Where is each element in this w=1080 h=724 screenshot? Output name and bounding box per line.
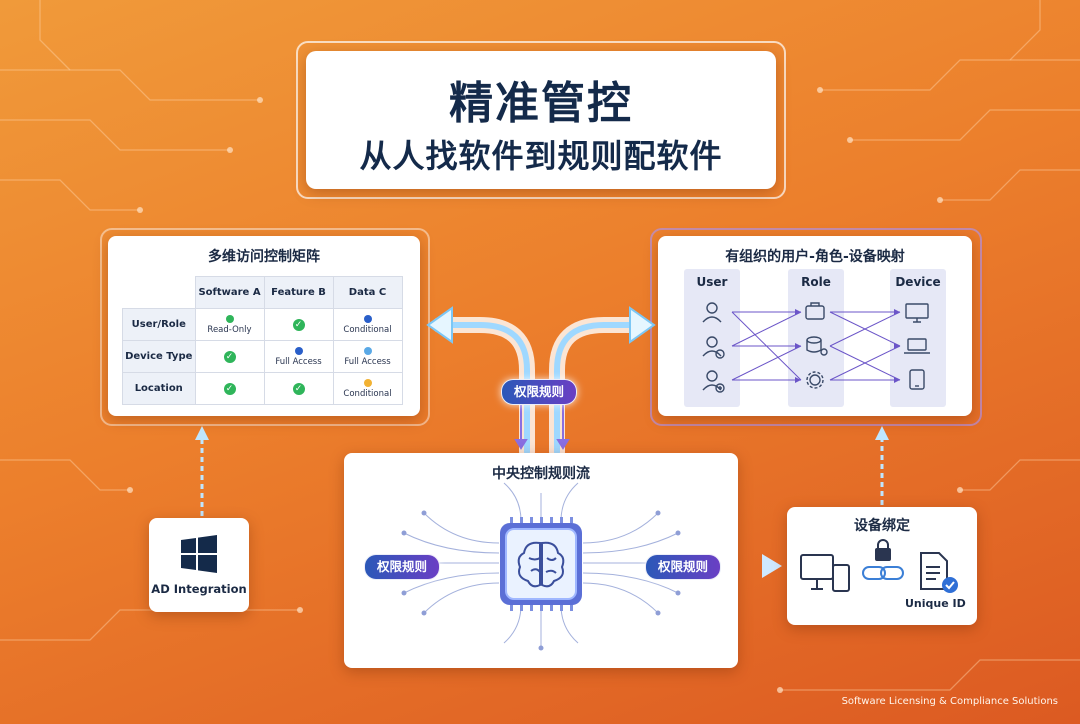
verified-badge-icon — [942, 577, 958, 593]
check-icon: ✓ — [292, 318, 305, 331]
footer-text: Software Licensing & Compliance Solution… — [841, 696, 1058, 707]
monitor-icon — [800, 554, 834, 590]
status-dot — [363, 346, 372, 355]
column-header: Role — [801, 275, 831, 289]
access-matrix-card: 多维访问控制矩阵 Software A Feature B Data C Use… — [108, 236, 420, 416]
binding-title: 设备绑定 — [854, 518, 910, 534]
document-icon — [920, 552, 948, 590]
database-gear-icon — [806, 336, 828, 356]
windows-logo-icon — [181, 535, 217, 573]
rule-pill-left: 权限规则 — [364, 554, 441, 580]
ad-integration-card: AD Integration — [149, 518, 249, 612]
cell-label: Conditional — [343, 324, 392, 335]
unique-id-label: Unique ID — [905, 597, 966, 610]
rule-pill-top: 权限规则 — [501, 379, 578, 405]
matrix-row-header: Device Type — [122, 340, 196, 373]
mapping-card: 有组织的用户-角色-设备映射 User Role Device — [658, 236, 972, 416]
device-column: Device — [890, 269, 946, 407]
brain-chip-icon — [500, 517, 582, 611]
matrix-col-header: Software A — [194, 276, 265, 309]
central-title: 中央控制规则流 — [492, 466, 590, 482]
device-binding-card: 设备绑定 Unique ID — [787, 507, 977, 625]
status-dot — [225, 314, 234, 323]
cell-label: Read-Only — [207, 324, 252, 335]
access-matrix-table: Software A Feature B Data C User/Role Re… — [122, 276, 403, 405]
cell-label: Full Access — [275, 356, 322, 367]
link-icon — [862, 566, 904, 580]
status-dot — [363, 378, 372, 387]
briefcase-icon — [805, 302, 825, 320]
column-header: Device — [895, 275, 941, 289]
matrix-title: 多维访问控制矩阵 — [208, 249, 320, 265]
matrix-col-header: Feature B — [263, 276, 334, 309]
user-column: User — [684, 269, 740, 407]
laptop-icon — [904, 338, 930, 354]
status-dot — [363, 314, 372, 323]
gear-icon — [806, 371, 824, 389]
matrix-row-header: User/Role — [122, 308, 196, 341]
user-clock-icon — [702, 336, 725, 359]
matrix-row: User/Role Read-Only ✓ Conditional — [122, 308, 403, 341]
rule-pill-right: 权限规则 — [645, 554, 722, 580]
column-header: User — [696, 275, 728, 289]
page-title: 精准管控 — [449, 78, 633, 129]
matrix-row-header: Location — [122, 372, 196, 405]
central-circuit — [381, 482, 701, 651]
user-add-icon — [702, 370, 725, 393]
check-icon: ✓ — [223, 350, 236, 363]
check-icon: ✓ — [223, 382, 236, 395]
ad-label: AD Integration — [151, 582, 247, 596]
lock-icon — [875, 539, 891, 561]
monitor-icon — [905, 303, 929, 323]
tablet-icon — [909, 369, 925, 390]
role-column: Role — [788, 269, 844, 407]
page-subtitle: 从人找软件到规则配软件 — [359, 137, 723, 175]
cell-label: Conditional — [343, 388, 392, 399]
matrix-row: Location ✓ ✓ Conditional — [122, 372, 403, 405]
mapping-title: 有组织的用户-角色-设备映射 — [725, 249, 905, 265]
status-dot — [294, 346, 303, 355]
mapping-connections — [702, 302, 930, 393]
cell-label: Full Access — [344, 356, 391, 367]
matrix-row: Device Type ✓ Full Access Full Access — [122, 340, 403, 373]
binding-illustration — [800, 539, 958, 593]
user-icon — [702, 302, 722, 323]
phone-icon — [832, 564, 850, 592]
title-frame — [296, 41, 786, 199]
check-icon: ✓ — [292, 382, 305, 395]
matrix-col-header: Data C — [332, 276, 403, 309]
title-card: 精准管控 从人找软件到规则配软件 — [306, 51, 776, 189]
